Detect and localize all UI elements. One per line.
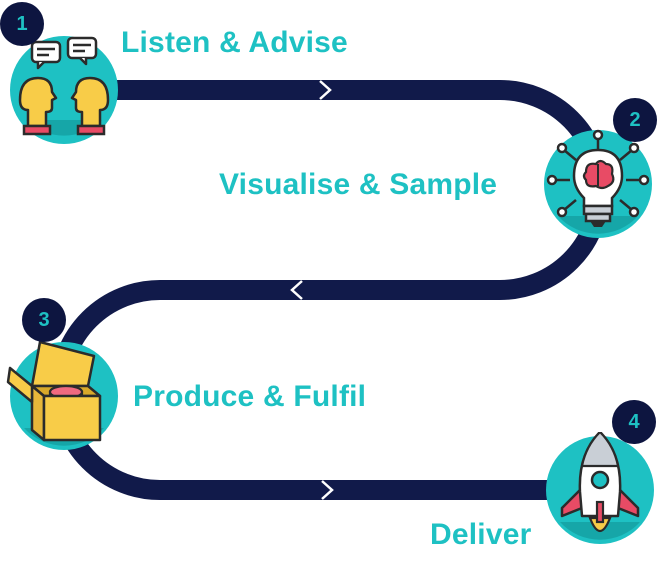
arrow-left-icon <box>290 280 303 300</box>
lightbulb-brain-icon <box>544 129 652 238</box>
rocket-icon <box>546 432 654 544</box>
step-label: Visualise & Sample <box>219 168 498 201</box>
step-number-badge: 4 <box>612 400 656 444</box>
step-label: Produce & Fulfil <box>133 380 367 413</box>
step-number-badge: 2 <box>613 98 657 142</box>
step-number-badge: 3 <box>22 298 66 342</box>
step-label: Listen & Advise <box>121 26 348 59</box>
step-number-badge: 1 <box>0 2 44 46</box>
open-box-icon <box>6 340 118 450</box>
arrow-right-icon <box>319 80 332 100</box>
step-label: Deliver <box>430 518 532 551</box>
arrow-right-icon <box>321 480 334 500</box>
people-talking-icon <box>10 36 118 144</box>
track-path <box>50 80 610 500</box>
